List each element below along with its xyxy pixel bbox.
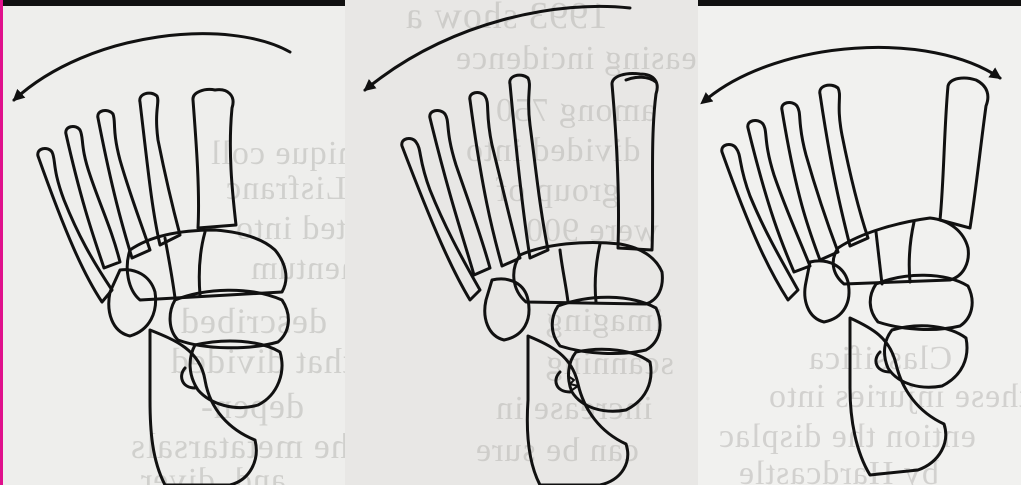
lateral-rotation-arrow	[365, 6, 630, 90]
talus-head	[885, 326, 967, 387]
scan-edge-top-left	[0, 0, 345, 6]
hallux-cap	[626, 77, 656, 82]
metatarsal-2	[140, 93, 180, 245]
scan-edge-top-right	[698, 0, 1021, 6]
cuneiform-divide-2	[199, 232, 205, 295]
foot-drawing-right	[708, 47, 1000, 475]
lateral-rotation-arrow	[14, 34, 290, 100]
cuneiform-divide-1	[876, 232, 882, 284]
cuneiform-divide-2	[595, 244, 600, 302]
metatarsal-3	[782, 103, 838, 260]
talus-head	[569, 349, 651, 411]
navicular	[552, 297, 660, 353]
foot-drawing-middle	[365, 6, 662, 485]
cuneiforms	[127, 230, 286, 300]
foot-drawing-left	[14, 34, 290, 485]
cuboid	[805, 261, 849, 322]
scan-edge-left	[0, 0, 3, 485]
navicular	[170, 290, 288, 348]
cuboid	[109, 270, 156, 336]
metatarsal-2	[510, 75, 548, 258]
divergent-rotation-arrow	[708, 47, 1000, 98]
hallux-metatarsal	[612, 73, 657, 250]
hallux-metatarsal	[193, 89, 236, 228]
cuneiform-divide-1	[560, 250, 568, 302]
cuneiform-divide-2	[909, 222, 914, 282]
cuneiform-divide-1	[165, 238, 175, 298]
cuneiforms	[514, 242, 663, 304]
metatarsal-5	[722, 145, 798, 300]
calcaneus	[850, 318, 946, 475]
cuboid	[485, 279, 529, 340]
hallux-metatarsal	[940, 78, 988, 228]
cuneiforms	[833, 218, 968, 284]
